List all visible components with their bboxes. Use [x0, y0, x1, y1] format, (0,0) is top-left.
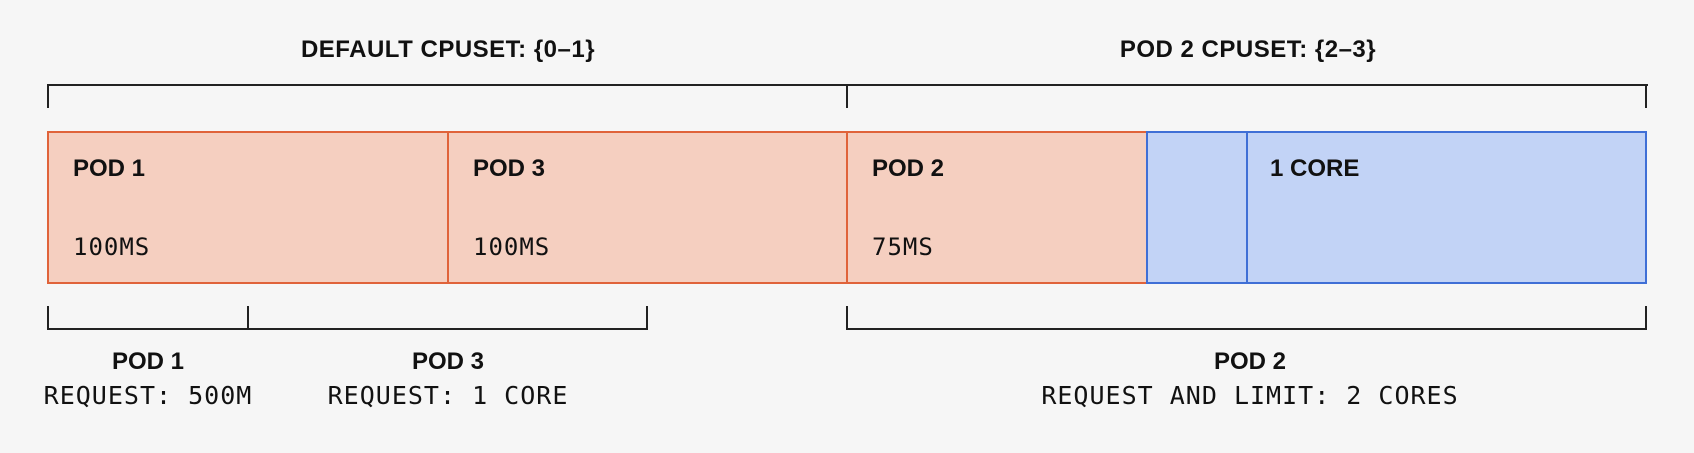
pod2-spare-block: [1146, 131, 1248, 284]
top-bracket-tick-right: [1645, 84, 1647, 108]
pod3-request-value: REQUEST: 1 CORE: [327, 381, 569, 410]
pod2-bracket-line: [847, 328, 1647, 330]
pod1-block-title: POD 1: [73, 155, 146, 182]
pod1-request-title: POD 1: [111, 348, 185, 375]
default-cpuset-label: DEFAULT CPUSET: {0–1}: [300, 36, 596, 63]
pod3-bracket-tick-right: [646, 306, 648, 330]
pod3-request-title: POD 3: [411, 348, 485, 375]
pod2-block: POD 2 75MS: [846, 131, 1148, 284]
pod2-cpuset-label: POD 2 CPUSET: {2–3}: [1119, 36, 1377, 63]
top-bracket-tick-left: [47, 84, 49, 108]
pod2-bracket-tick-left: [846, 306, 848, 330]
pod2-block-time: 75MS: [872, 233, 934, 261]
pod3-block-time: 100MS: [473, 233, 551, 261]
pod2-request-title: POD 2: [1213, 348, 1287, 375]
pod2-bracket-tick-right: [1645, 306, 1647, 330]
pod2-request-value: REQUEST AND LIMIT: 2 CORES: [1041, 381, 1459, 410]
pod1-request-value: REQUEST: 500M: [43, 381, 253, 410]
pod1-block: POD 1 100MS: [47, 131, 449, 284]
one-core-block-title: 1 CORE: [1270, 155, 1360, 182]
top-bracket-line: [48, 84, 1648, 86]
pod1-block-time: 100MS: [73, 233, 151, 261]
pod3-bracket-line: [248, 328, 648, 330]
pod1-bracket-tick-right: [247, 306, 249, 330]
pod1-bracket-line: [48, 328, 248, 330]
pod3-block: POD 3 100MS: [447, 131, 848, 284]
pod3-block-title: POD 3: [473, 155, 546, 182]
one-core-block: 1 CORE: [1246, 131, 1647, 284]
top-bracket-tick-middle: [846, 84, 848, 108]
pod1-bracket-tick-left: [47, 306, 49, 330]
pod2-block-title: POD 2: [872, 155, 945, 182]
